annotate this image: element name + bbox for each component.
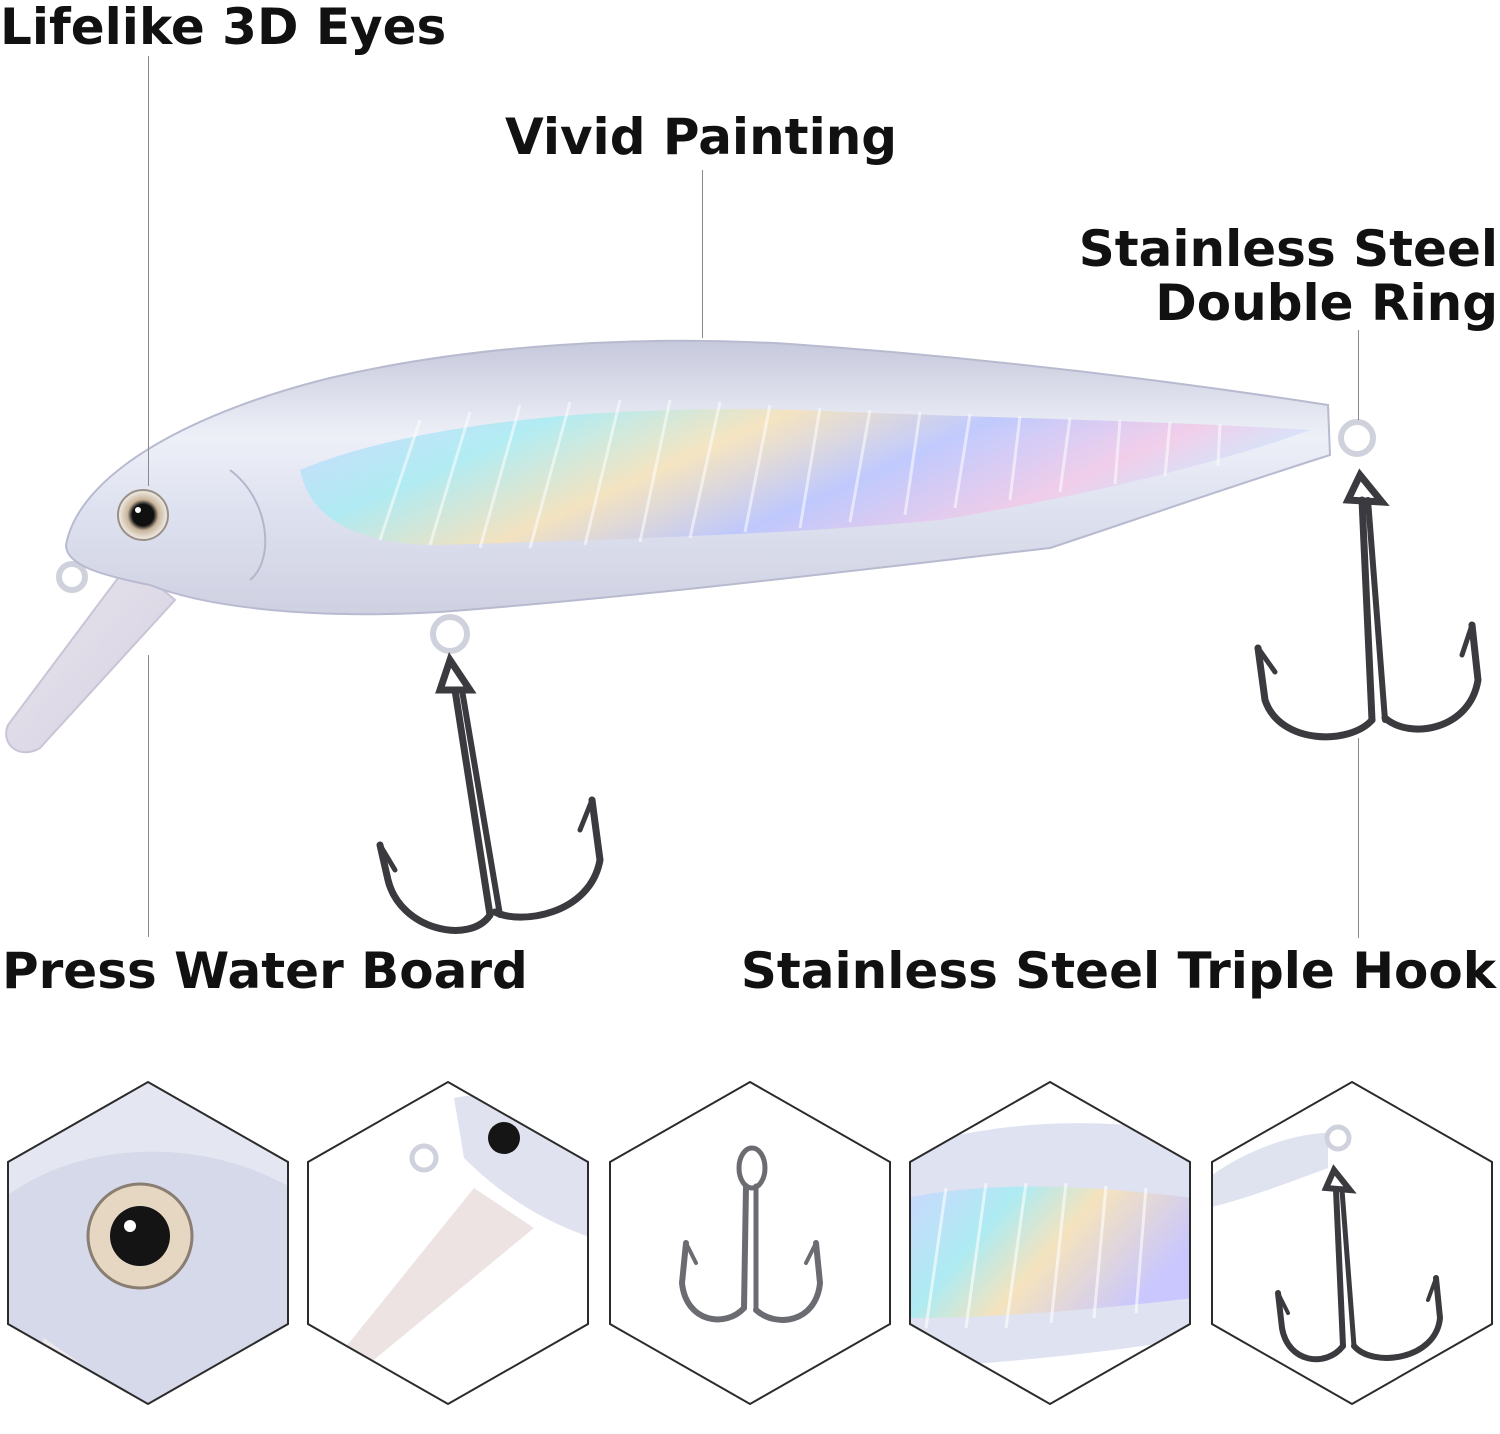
press-water-board-lip xyxy=(5,560,177,754)
lure-body xyxy=(64,339,1332,616)
board-leader-line xyxy=(148,655,149,937)
detail-tile-treble-hook xyxy=(609,1080,891,1406)
hook-leader-line xyxy=(1358,738,1359,938)
belly-treble-hook xyxy=(376,614,604,934)
detail-tile-eye xyxy=(7,1080,289,1406)
painting-leader-line xyxy=(702,170,703,338)
label-stainless-steel-triple-hook: Stainless Steel Triple Hook xyxy=(740,942,1496,1000)
detail-tile-lip xyxy=(307,1080,589,1406)
ring-leader-line xyxy=(1358,330,1359,420)
tail-treble-hook xyxy=(1254,419,1482,741)
label-lifelike-3d-eyes: Lifelike 3D Eyes xyxy=(0,0,447,56)
detail-tile-body-scales xyxy=(909,1080,1191,1406)
fishing-lure-illustration xyxy=(5,339,1482,934)
label-ring-line-2: Double Ring xyxy=(1155,274,1498,332)
nose-line-tie-ring xyxy=(56,561,88,593)
label-stainless-steel-double-ring: Stainless Steel Double Ring xyxy=(1079,222,1498,330)
label-ring-line-1: Stainless Steel xyxy=(1078,220,1498,278)
lure-3d-eye xyxy=(117,489,169,541)
detail-tile-tail-hook xyxy=(1211,1080,1493,1406)
label-vivid-painting: Vivid Painting xyxy=(505,108,898,166)
eyes-leader-line xyxy=(148,56,149,486)
label-press-water-board: Press Water Board xyxy=(2,942,528,1000)
